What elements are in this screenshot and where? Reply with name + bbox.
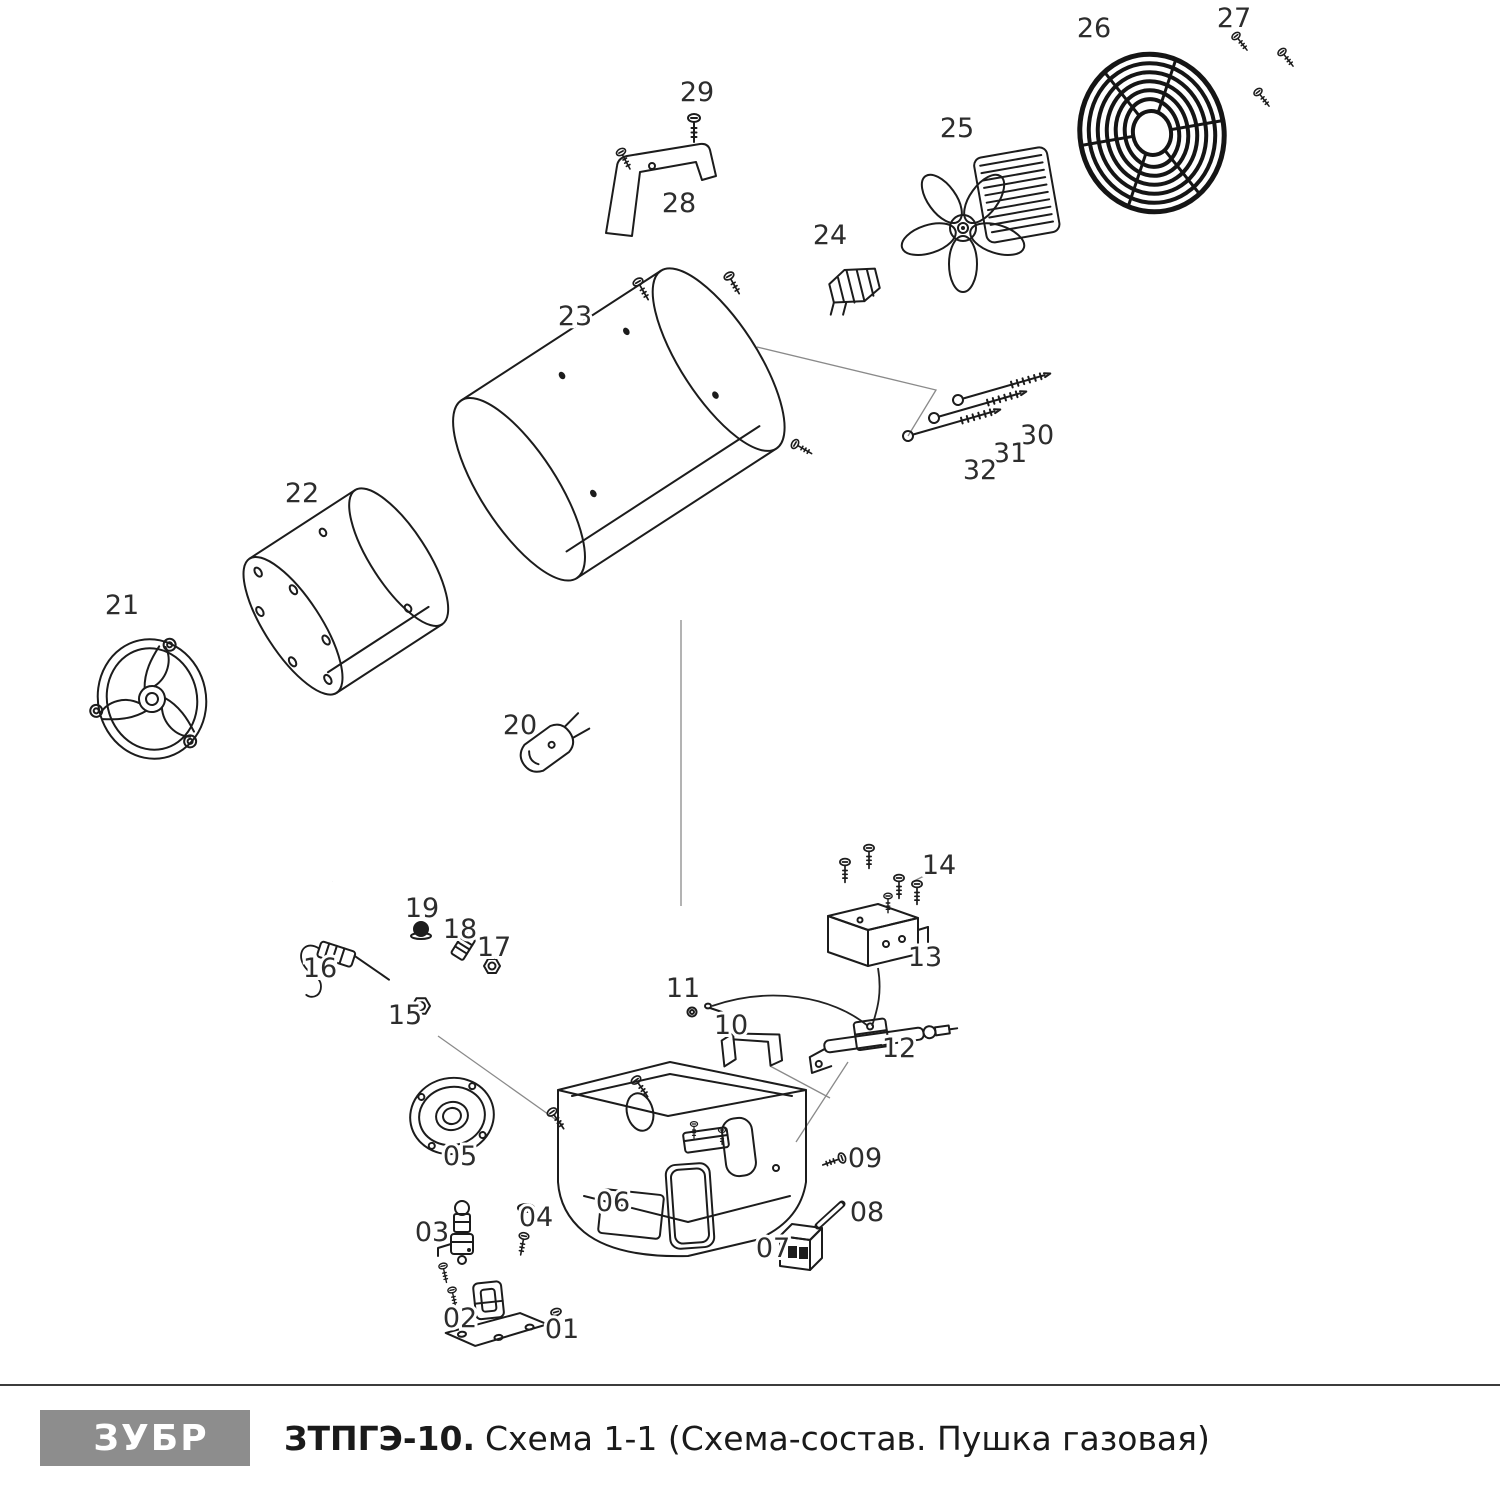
zubr-brand-text: ЗУБР	[93, 1417, 209, 1459]
part-04-screw	[515, 1231, 531, 1257]
part-23-label: 23	[558, 301, 592, 332]
power-plug	[519, 712, 591, 773]
zubr-logo: ЗУБР	[1, 1387, 250, 1466]
part-13-control-box	[827, 903, 929, 967]
part-10-clamp-bracket	[720, 1032, 784, 1068]
part-05-label: 05	[443, 1141, 477, 1172]
footer-title: ЗТПГЭ-10.Схема 1-1 (Схема-состав. Пушка …	[284, 1419, 1210, 1458]
screw-icon	[614, 146, 636, 173]
part-14-screw	[893, 873, 905, 900]
part-22-label: 22	[285, 478, 319, 509]
part-32-label: 32	[963, 455, 997, 486]
part-21-fan-guard-ring	[89, 637, 208, 760]
part-30-label: 30	[1020, 420, 1054, 451]
part-14-screw	[863, 843, 875, 870]
part-03-gas-inlet	[437, 1200, 474, 1265]
part-25-label: 25	[940, 113, 974, 144]
part-22-inner-cylinder	[242, 487, 450, 696]
part-21-label: 21	[105, 590, 139, 621]
part-31-bolt	[926, 385, 1029, 426]
part-27-screw	[1251, 86, 1274, 110]
screw-icon	[789, 437, 815, 459]
part-28-label: 28	[662, 188, 696, 219]
part-29-screw	[687, 113, 701, 143]
part-19-cap	[410, 921, 432, 940]
part-06-label: 06	[596, 1187, 630, 1218]
scheme-subtitle: Схема 1-1 (Схема-состав. Пушка газовая)	[484, 1418, 1210, 1458]
part-12-gas-valve	[808, 1017, 959, 1074]
part-09-screw	[820, 1151, 848, 1171]
part-23-combustion-chamber	[452, 267, 786, 582]
screw-icon	[545, 1105, 569, 1133]
part-11-fasteners	[686, 1002, 723, 1018]
screw-icon	[883, 892, 893, 914]
part-01-label: 01	[545, 1314, 579, 1345]
part-12-label: 12	[882, 1033, 916, 1064]
part-31-label: 31	[993, 438, 1027, 469]
part-15-label: 15	[388, 1000, 422, 1031]
part-27-label: 27	[1217, 3, 1251, 34]
part-20-power-cord	[330, 712, 591, 920]
thermocouple-wire	[871, 967, 881, 1027]
part-08-label: 08	[850, 1197, 884, 1228]
part-13-label: 13	[908, 942, 942, 973]
screw-icon	[437, 1261, 452, 1285]
part-16-igniter-electrode	[300, 940, 390, 998]
screw-icon	[689, 1120, 699, 1140]
part-20-label: 20	[503, 710, 537, 741]
part-32-bolt	[900, 403, 1003, 444]
screw-icon	[631, 275, 654, 304]
part-19-label: 19	[405, 893, 439, 924]
part-03-label: 03	[415, 1217, 449, 1248]
part-15-nut	[411, 997, 431, 1015]
part-17-nut	[483, 958, 501, 974]
part-18-label: 18	[443, 914, 477, 945]
part-17-label: 17	[477, 932, 511, 963]
part-25-fan-blade	[900, 173, 1026, 293]
part-06-base-housing	[557, 1061, 807, 1258]
part-labels: 01 02 03 04 05 06 07 08 09 10 11 12 13 1…	[102, 0, 1254, 1348]
part-26-fan-guard	[1077, 51, 1227, 215]
part-08-pin	[814, 1200, 846, 1230]
part-24-bracket	[828, 267, 881, 316]
part-27-screw	[1275, 46, 1298, 70]
part-28-handle	[605, 142, 717, 237]
part-02-mount-bracket	[444, 1280, 549, 1347]
part-07-label: 07	[756, 1233, 790, 1264]
part-04-label: 04	[519, 1202, 553, 1233]
leader-lines	[437, 346, 938, 1143]
part-27-screw	[1229, 30, 1252, 54]
part-14-screw	[839, 857, 851, 884]
part-07-switch	[779, 1223, 823, 1271]
part-30-bolt	[950, 367, 1053, 408]
part-29-label: 29	[680, 77, 714, 108]
part-14-screw	[911, 879, 923, 906]
part-11-label: 11	[666, 973, 700, 1004]
footer: ЗУБР ЗТПГЭ-10.Схема 1-1 (Схема-состав. П…	[0, 1384, 1500, 1466]
model-number: ЗТПГЭ-10.	[284, 1418, 475, 1458]
ignition-wire	[711, 994, 869, 1027]
part-25-motor	[973, 146, 1061, 244]
part-18-nozzle-fitting	[450, 927, 478, 961]
part-24-label: 24	[813, 220, 847, 251]
part-05-burner	[409, 1076, 535, 1213]
part-02-label: 02	[443, 1303, 477, 1334]
part-26-label: 26	[1077, 13, 1111, 44]
part-09-label: 09	[848, 1143, 882, 1174]
part-16-label: 16	[303, 953, 337, 984]
part-10-label: 10	[714, 1010, 748, 1041]
part-14-label: 14	[922, 850, 956, 881]
screw-icon	[722, 269, 745, 298]
